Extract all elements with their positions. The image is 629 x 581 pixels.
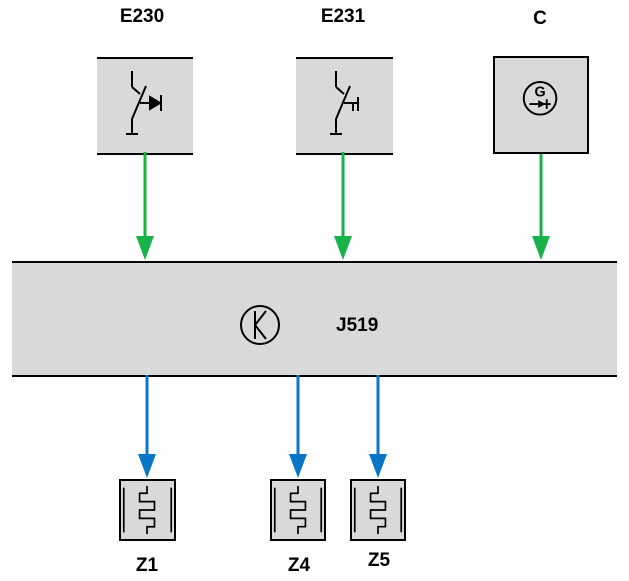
heater-icon xyxy=(353,485,403,535)
c-arrow xyxy=(532,236,550,260)
c-generator: G xyxy=(493,56,589,154)
heater-icon xyxy=(273,485,323,535)
e231-label: E231 xyxy=(320,6,366,27)
z1-heater xyxy=(119,479,176,541)
switch-icon xyxy=(330,71,359,135)
c-label: C xyxy=(533,8,547,29)
generator-letter: G xyxy=(534,84,545,100)
z5-heater xyxy=(350,479,406,541)
heater-icon xyxy=(122,485,173,535)
pushbutton-switch-icon xyxy=(126,71,162,135)
j519-label: J519 xyxy=(336,315,379,336)
z4-label: Z4 xyxy=(287,555,311,576)
z1-label: Z1 xyxy=(135,555,159,576)
generator-icon: G xyxy=(522,81,558,116)
e230-label: E230 xyxy=(119,6,165,27)
j519-control-unit xyxy=(12,261,617,377)
control-unit-icon xyxy=(240,305,280,345)
z4-arrow xyxy=(289,454,307,478)
z5-arrow xyxy=(369,454,387,478)
e230-arrow xyxy=(136,236,154,260)
e230-switch xyxy=(97,57,193,155)
z4-heater xyxy=(270,479,326,541)
e231-switch xyxy=(296,57,393,155)
e231-arrow xyxy=(334,236,352,260)
z1-arrow xyxy=(138,454,156,478)
z5-label: Z5 xyxy=(367,550,391,571)
